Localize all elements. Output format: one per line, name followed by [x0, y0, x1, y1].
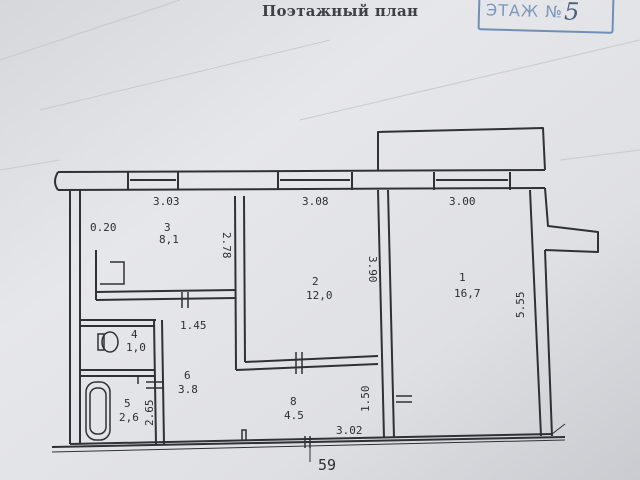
paper-creases — [0, 0, 640, 171]
room-8-area: 4.5 — [284, 409, 304, 422]
walls — [51, 127, 599, 448]
dim-top-middle: 3.08 — [302, 195, 329, 208]
dim-wall-left: 0.20 — [90, 221, 117, 234]
dim-top-right: 3.00 — [449, 195, 476, 208]
room-3-number: 3 — [164, 221, 171, 234]
door-marks — [100, 261, 412, 448]
dim-corridor-depth: 1.50 — [359, 385, 372, 413]
room-2-number: 2 — [312, 275, 319, 288]
dim-top-left: 3.03 — [153, 195, 180, 208]
plot-number: 59 — [318, 456, 337, 474]
room-3-area: 8,1 — [159, 233, 179, 246]
toilet — [97, 331, 119, 353]
dim-bottom-width: 3.02 — [336, 424, 363, 437]
dim-room1-depth: 5.55 — [514, 291, 527, 319]
room-5-area: 2,6 — [119, 411, 139, 424]
page-title: Поэтажный план — [262, 2, 419, 20]
room-1-area: 16,7 — [454, 287, 481, 300]
room-4-number: 4 — [131, 328, 138, 341]
floor-stamp: ЭТАЖ № 5 — [477, 0, 615, 34]
dimension-lines — [51, 423, 566, 462]
room-2-area: 12,0 — [306, 289, 333, 302]
stamp-floor-number: 5 — [563, 0, 580, 26]
room-6-area: 3.8 — [178, 383, 198, 396]
room-8-number: 8 — [290, 395, 297, 408]
room-1-number: 1 — [459, 271, 466, 284]
dim-corridor-width: 1.45 — [180, 319, 207, 332]
bathtub — [85, 381, 111, 441]
dim-hall-height: 2.78 — [220, 232, 233, 259]
room-4-area: 1,0 — [126, 341, 146, 354]
dim-room2-depth: 3.90 — [366, 256, 379, 283]
room-5-number: 5 — [124, 397, 131, 410]
dim-room6-length: 2.65 — [143, 399, 156, 427]
stamp-label: ЭТАЖ № — [485, 0, 564, 22]
room-6-number: 6 — [184, 369, 191, 382]
